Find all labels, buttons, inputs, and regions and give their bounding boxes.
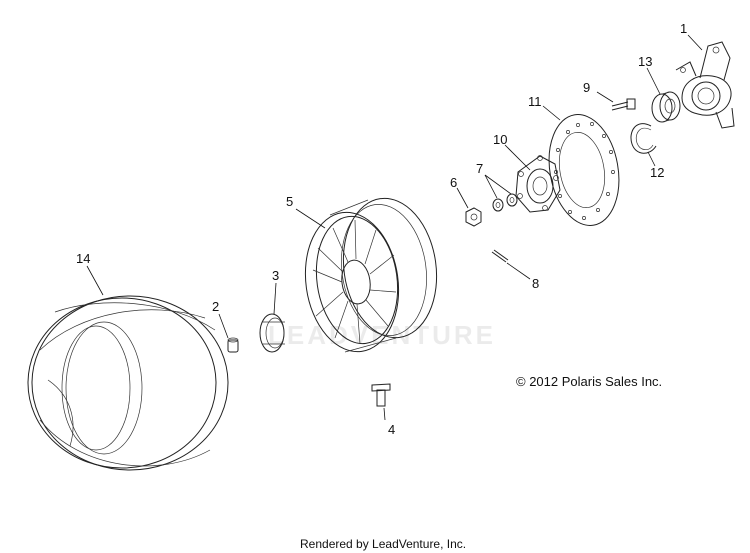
part-13-bearing[interactable] <box>651 91 681 123</box>
callout-3: 3 <box>272 268 279 283</box>
callout-12: 12 <box>650 165 664 180</box>
callout-13: 13 <box>638 54 652 69</box>
part-14-tire[interactable] <box>27 295 229 471</box>
callout-10: 10 <box>493 132 507 147</box>
part-5-wheel[interactable] <box>297 192 446 357</box>
callout-2: 2 <box>212 299 219 314</box>
callout-14: 14 <box>76 251 90 266</box>
part-4-stud[interactable] <box>371 383 391 407</box>
rendered-by-credit: Rendered by LeadVenture, Inc. <box>300 537 467 551</box>
callout-6: 6 <box>450 175 457 190</box>
callout-1: 1 <box>680 21 687 36</box>
leader-lines <box>86 34 703 421</box>
callout-5: 5 <box>286 194 293 209</box>
part-3-center-cap[interactable] <box>259 313 285 353</box>
callout-4: 4 <box>388 422 395 437</box>
part-11-brake-disc[interactable] <box>541 109 627 231</box>
watermark: LEADVENTURE <box>268 320 497 350</box>
copyright-notice: © 2012 Polaris Sales Inc. <box>516 374 663 389</box>
callout-9: 9 <box>583 80 590 95</box>
callout-11: 11 <box>528 94 542 109</box>
callout-7: 7 <box>476 161 483 176</box>
part-8-cotter-pin[interactable] <box>491 249 509 263</box>
part-6-nut[interactable] <box>465 207 482 227</box>
part-1-knuckle[interactable] <box>675 41 735 129</box>
part-10-hub[interactable] <box>515 155 561 213</box>
callouts: 1 2 3 4 5 6 7 8 9 10 11 12 13 14 <box>76 21 687 437</box>
part-2-valve-stem[interactable] <box>227 337 239 353</box>
part-9-bolt[interactable] <box>611 98 636 111</box>
callout-8: 8 <box>532 276 539 291</box>
part-7-washers[interactable] <box>492 193 518 212</box>
part-12-snap-ring[interactable] <box>630 123 657 154</box>
